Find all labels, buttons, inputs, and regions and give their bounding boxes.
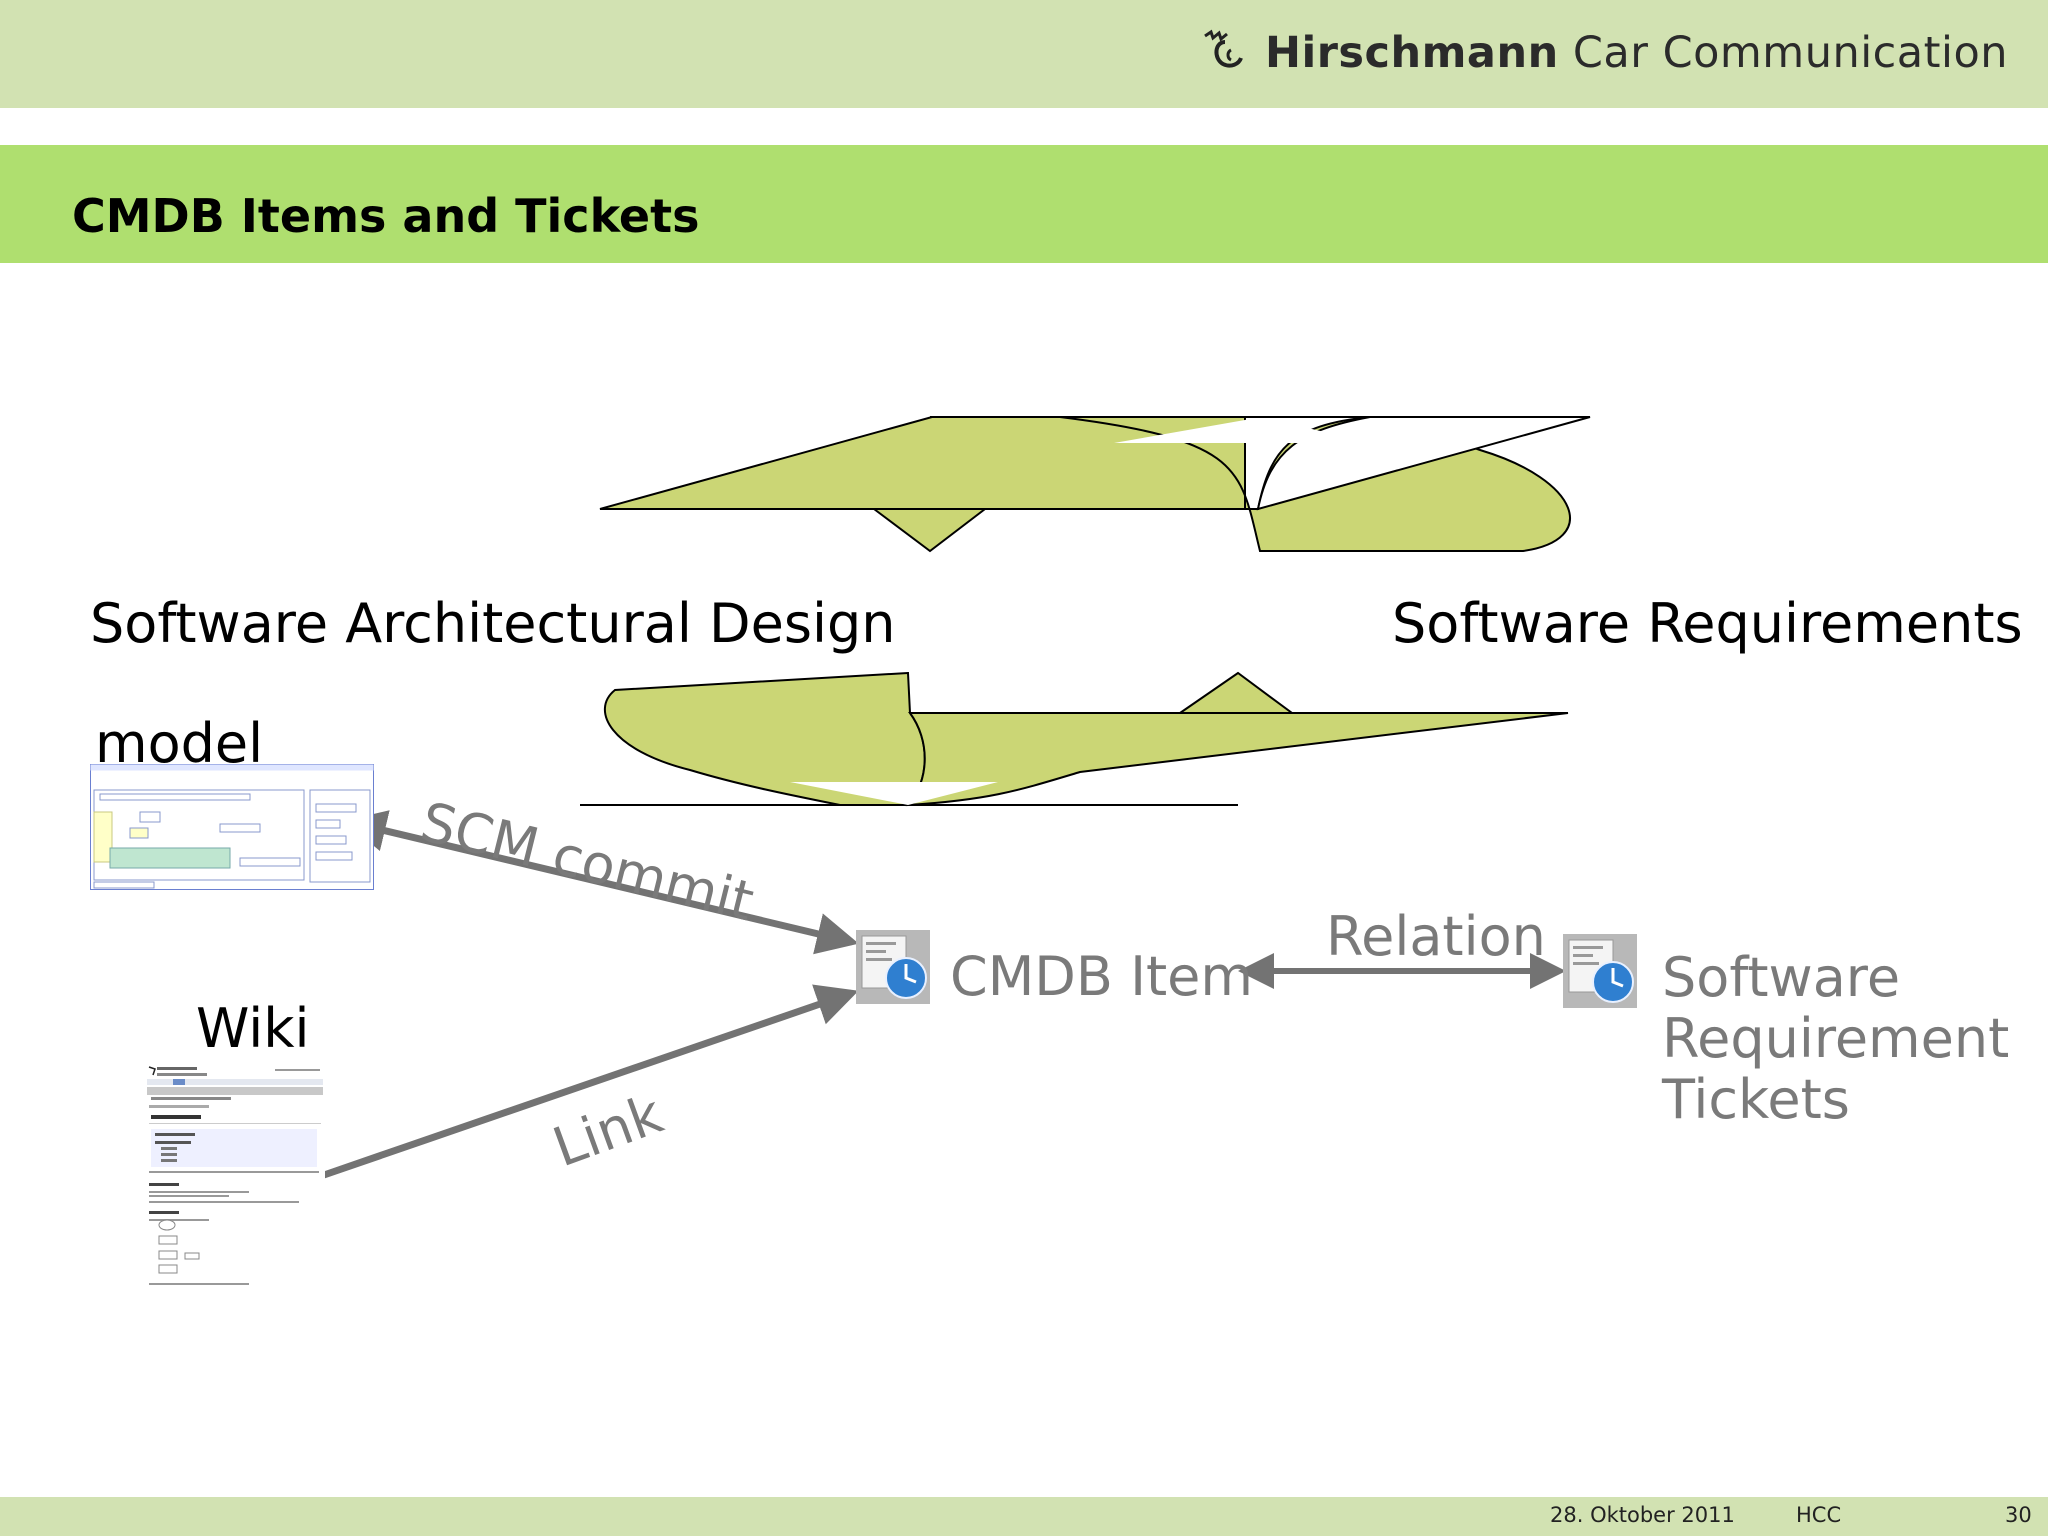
sw-arch-design-label: Software Architectural Design bbox=[90, 592, 896, 655]
hirschmann-logo-icon bbox=[1204, 29, 1243, 68]
footer-bar: 28. Oktober 2011 HCC 30 bbox=[0, 1497, 2048, 1536]
wiki-label: Wiki bbox=[196, 997, 310, 1060]
sw-requirements-label: Software Requirements bbox=[1392, 592, 2023, 655]
cmdb-item-icon bbox=[856, 930, 930, 1004]
ticket-item-icon bbox=[1563, 934, 1637, 1008]
ticket-label-line2: Requirement bbox=[1662, 1007, 2010, 1070]
relation-label: Relation bbox=[1326, 905, 1546, 968]
upper-connector-shape bbox=[599, 415, 1591, 553]
title-bar: CMDB Items and Tickets bbox=[0, 145, 2048, 263]
ticket-label-line1: Software bbox=[1662, 946, 1901, 1009]
model-thumbnail bbox=[90, 764, 374, 890]
cmdb-item-label: CMDB Item bbox=[950, 945, 1254, 1008]
footer-company: HCC bbox=[1796, 1503, 1842, 1527]
ticket-label-line3: Tickets bbox=[1662, 1068, 1850, 1131]
header-bar: Hirschmann Car Communication bbox=[0, 0, 2048, 108]
ticket-label: Software Requirement Tickets bbox=[1662, 947, 2009, 1130]
wiki-thumbnail bbox=[145, 1065, 325, 1290]
scm-commit-arrow bbox=[343, 810, 859, 955]
footer-page-number: 30 bbox=[2005, 1503, 2032, 1527]
lower-connector-shape bbox=[580, 671, 1569, 807]
link-arrow bbox=[322, 984, 859, 1179]
footer-date: 28. Oktober 2011 bbox=[1550, 1503, 1735, 1527]
brand: Hirschmann Car Communication bbox=[1201, 28, 2008, 78]
brand-name: Hirschmann Car Communication bbox=[1265, 28, 2008, 78]
slide-title: CMDB Items and Tickets bbox=[72, 189, 700, 243]
